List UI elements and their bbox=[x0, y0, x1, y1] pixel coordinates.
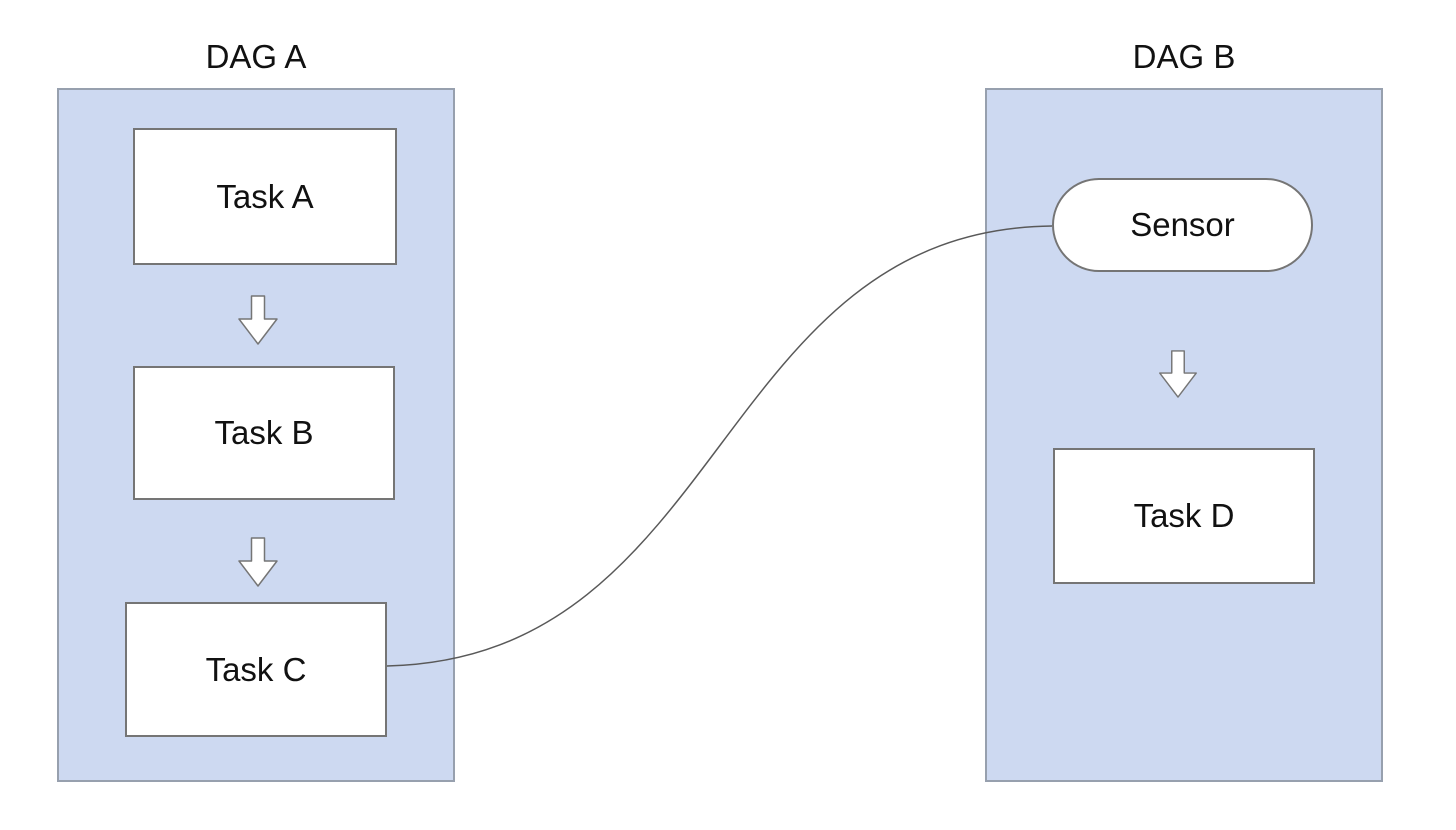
node-sensor: Sensor bbox=[1052, 178, 1313, 272]
arrow-down-icon bbox=[238, 295, 278, 345]
node-task-c: Task C bbox=[125, 602, 387, 737]
dag-b-title: DAG B bbox=[1132, 38, 1236, 75]
arrow-down-icon bbox=[238, 537, 278, 587]
node-task-b: Task B bbox=[133, 366, 395, 500]
dag-a-title: DAG A bbox=[205, 38, 307, 75]
node-task-d: Task D bbox=[1053, 448, 1315, 584]
arrow-down-icon bbox=[1159, 350, 1197, 398]
connector-curve bbox=[386, 225, 1053, 667]
node-task-a: Task A bbox=[133, 128, 397, 265]
